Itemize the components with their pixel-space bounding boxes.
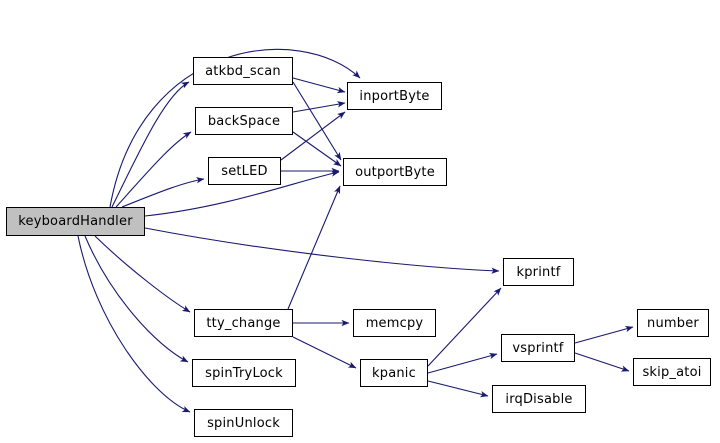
node-keyboardHandler[interactable]: keyboardHandler: [6, 207, 145, 236]
edge-keyboardHandler-to-outportByte: [144, 170, 340, 217]
edge-tty_change-to-kpanic: [292, 336, 357, 369]
node-label: spinTryLock: [205, 365, 283, 381]
edge-keyboardHandler-to-backSpace: [115, 131, 192, 208]
node-memcpy[interactable]: memcpy: [353, 309, 436, 337]
node-number[interactable]: number: [637, 309, 709, 337]
edge-tty_change-to-outportByte: [287, 185, 341, 310]
node-label: kpanic: [372, 365, 416, 381]
edge-vsprintf-to-number: [574, 325, 634, 344]
node-skip_atoi[interactable]: skip_atoi: [633, 358, 711, 386]
edge-keyboardHandler-to-spinUnlock: [77, 235, 191, 413]
node-atkbd_scan[interactable]: atkbd_scan: [193, 57, 293, 85]
edge-keyboardHandler-to-tty_change: [94, 235, 191, 313]
node-outportByte[interactable]: outportByte: [343, 158, 447, 186]
node-label: kprintf: [516, 264, 561, 280]
node-label: outportByte: [355, 164, 435, 180]
node-label: memcpy: [365, 315, 424, 331]
edge-setLED-to-inportByte: [280, 111, 346, 161]
node-spinUnlock[interactable]: spinUnlock: [194, 409, 293, 437]
edge-keyboardHandler-to-spinTryLock: [84, 235, 189, 363]
edge-kpanic-to-vsprintf: [427, 352, 498, 374]
node-label: tty_change: [206, 315, 281, 331]
edge-keyboardHandler-to-kprintf: [144, 227, 500, 274]
node-label: backSpace: [207, 113, 281, 129]
node-vsprintf[interactable]: vsprintf: [501, 334, 575, 362]
edge-keyboardHandler-to-setLED: [121, 177, 205, 208]
node-label: number: [647, 315, 699, 331]
edge-backSpace-to-inportByte: [292, 101, 346, 113]
node-tty_change[interactable]: tty_change: [194, 309, 293, 337]
node-irqDisable[interactable]: irqDisable: [492, 385, 586, 413]
node-label: setLED: [221, 163, 268, 179]
edge-kpanic-to-kprintf: [427, 287, 502, 367]
node-backSpace[interactable]: backSpace: [195, 107, 293, 135]
node-kpanic[interactable]: kpanic: [360, 359, 428, 387]
edge-vsprintf-to-skip_atoi: [574, 352, 630, 372]
node-spinTryLock[interactable]: spinTryLock: [192, 359, 296, 387]
node-label: keyboardHandler: [18, 214, 133, 229]
edge-keyboardHandler-to-atkbd_scan: [111, 81, 190, 208]
edge-atkbd_scan-to-outportByte: [292, 81, 342, 161]
node-kprintf[interactable]: kprintf: [503, 258, 574, 286]
node-label: inportByte: [359, 88, 430, 104]
node-label: atkbd_scan: [205, 63, 281, 79]
node-label: skip_atoi: [642, 364, 702, 380]
node-label: irqDisable: [505, 391, 573, 407]
node-inportByte[interactable]: inportByte: [347, 82, 442, 110]
edge-backSpace-to-outportByte: [292, 131, 342, 167]
edge-kpanic-to-irqDisable: [427, 380, 489, 398]
node-label: vsprintf: [512, 340, 564, 356]
edge-atkbd_scan-to-inportByte: [292, 77, 346, 94]
node-setLED[interactable]: setLED: [208, 157, 281, 185]
node-label: spinUnlock: [207, 415, 280, 431]
